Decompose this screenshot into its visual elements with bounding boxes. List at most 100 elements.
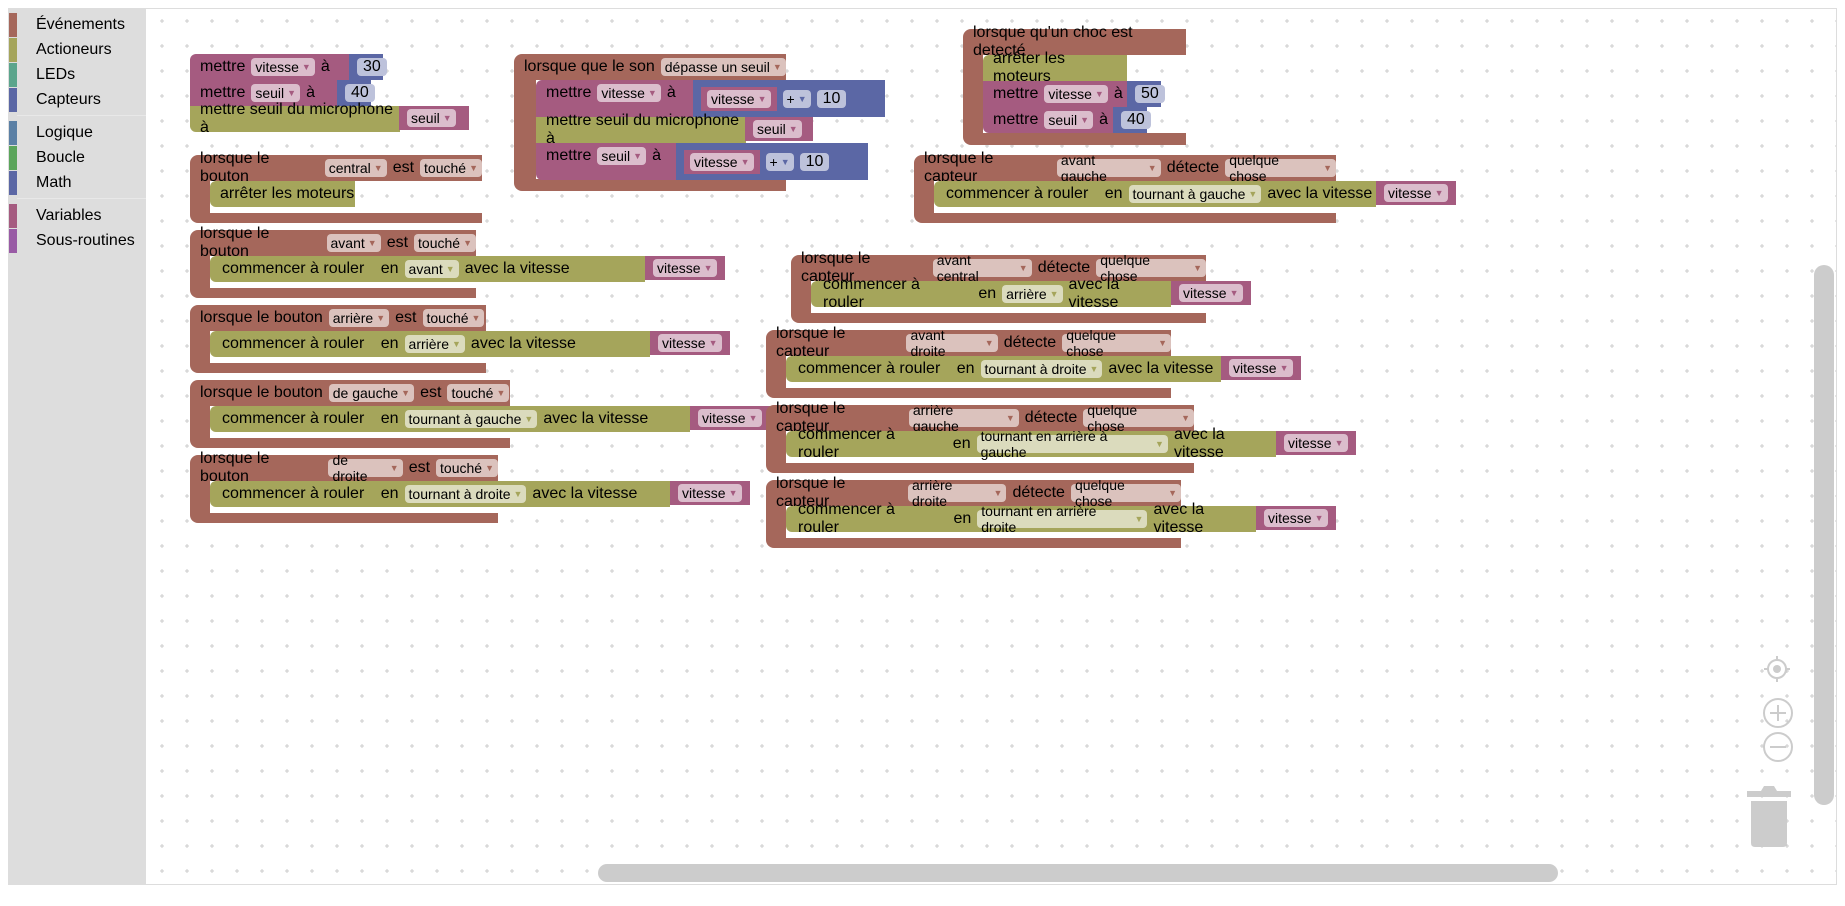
variable-dropdown[interactable]: vitesse▼: [597, 84, 661, 102]
operator-dropdown[interactable]: +▼: [782, 89, 811, 108]
shock-event-block[interactable]: lorsque qu'un choc est detecté: [963, 24, 1186, 59]
state-dropdown[interactable]: touché▼: [420, 159, 482, 177]
event-block-body[interactable]: [766, 506, 786, 538]
event-block-body[interactable]: [190, 256, 210, 288]
event-block-body[interactable]: [963, 55, 983, 133]
event-block-footer[interactable]: [766, 388, 1171, 398]
detection-dropdown[interactable]: quelque chose▼: [1096, 252, 1206, 284]
variable-dropdown[interactable]: vitesse▼: [658, 334, 722, 352]
event-block-footer[interactable]: [766, 538, 1181, 548]
event-block-footer[interactable]: [190, 213, 482, 223]
event-block-body[interactable]: [766, 431, 786, 463]
variable-getter-block[interactable]: vitesse▼: [650, 331, 730, 355]
detection-dropdown[interactable]: quelque chose▼: [1062, 327, 1171, 359]
event-block-body[interactable]: [514, 80, 536, 179]
event-block-body[interactable]: [914, 181, 934, 213]
variable-dropdown[interactable]: vitesse▼: [1044, 85, 1108, 103]
recenter-icon[interactable]: [1762, 654, 1792, 684]
number-field[interactable]: 40: [1121, 111, 1151, 129]
variable-dropdown[interactable]: vitesse▼: [251, 58, 315, 76]
horizontal-scrollbar[interactable]: [598, 864, 1558, 882]
event-block-footer[interactable]: [914, 213, 1336, 223]
button-dropdown[interactable]: arrière▼: [328, 309, 390, 327]
event-block-footer[interactable]: [190, 288, 476, 298]
stop-motors-block[interactable]: arrêter les moteurs: [983, 50, 1127, 85]
set-mic-threshold-block[interactable]: mettre seuil du microphone à: [190, 101, 400, 136]
number-field[interactable]: 30: [357, 58, 387, 76]
category-math[interactable]: Math: [9, 171, 146, 195]
variable-dropdown[interactable]: vitesse▼: [690, 152, 754, 171]
category-logique[interactable]: Logique: [9, 121, 146, 145]
direction-dropdown[interactable]: tournant à droite▼: [980, 360, 1103, 378]
variable-getter-block[interactable]: vitesse▼: [690, 406, 770, 430]
math-block[interactable]: vitesse▼ +▼ 10: [693, 80, 885, 117]
sensor-dropdown[interactable]: avant gauche▼: [1056, 152, 1161, 184]
category-boucle[interactable]: Boucle: [9, 146, 146, 170]
category-evenements[interactable]: Événements: [9, 13, 146, 37]
variable-getter-block[interactable]: vitesse▼: [701, 86, 777, 111]
zoom-in-icon[interactable]: [1762, 697, 1794, 729]
variable-dropdown[interactable]: seuil▼: [407, 109, 456, 127]
event-block-body[interactable]: [190, 181, 210, 213]
event-block-footer[interactable]: [963, 133, 1186, 145]
detection-dropdown[interactable]: quelque chose▼: [1225, 152, 1336, 184]
category-sous-routines[interactable]: Sous-routines: [9, 229, 146, 253]
direction-dropdown[interactable]: tournant à gauche▼: [404, 410, 538, 428]
number-field[interactable]: 10: [816, 89, 847, 108]
event-block-body[interactable]: [766, 356, 786, 388]
variable-dropdown[interactable]: vitesse▼: [1179, 284, 1243, 302]
event-block-body[interactable]: [190, 481, 210, 513]
button-dropdown[interactable]: avant▼: [326, 234, 381, 252]
math-block[interactable]: vitesse▼+▼10: [676, 143, 868, 180]
vertical-scrollbar[interactable]: [1814, 265, 1834, 805]
variable-getter-block[interactable]: vitesse▼: [684, 149, 760, 174]
direction-dropdown[interactable]: tournant en arrière à gauche▼: [976, 428, 1168, 460]
category-capteurs[interactable]: Capteurs: [9, 88, 146, 112]
variable-dropdown[interactable]: vitesse▼: [1384, 184, 1448, 202]
event-block-footer[interactable]: [190, 438, 510, 448]
stop-motors-block[interactable]: arrêter les moteurs: [210, 181, 355, 207]
button-dropdown[interactable]: central▼: [324, 159, 387, 177]
direction-dropdown[interactable]: tournant à droite▼: [404, 485, 527, 503]
zoom-out-icon[interactable]: [1762, 731, 1794, 763]
direction-dropdown[interactable]: tournant en arrière droite▼: [977, 503, 1148, 535]
direction-dropdown[interactable]: arrière▼: [1002, 285, 1063, 303]
state-dropdown[interactable]: touché▼: [436, 459, 498, 477]
sensor-dropdown[interactable]: arrière droite▼: [908, 477, 1007, 509]
variable-getter-block[interactable]: seuil▼: [745, 117, 813, 141]
state-dropdown[interactable]: touché▼: [447, 384, 510, 402]
button-dropdown[interactable]: de gauche▼: [328, 384, 415, 402]
number-field[interactable]: 50: [1135, 85, 1165, 103]
event-block-footer[interactable]: [791, 313, 1206, 323]
detection-dropdown[interactable]: quelque chose▼: [1083, 402, 1195, 434]
variable-dropdown[interactable]: seuil▼: [251, 84, 301, 102]
event-block-body[interactable]: [190, 406, 210, 438]
variable-getter-block[interactable]: seuil▼: [399, 106, 469, 130]
category-actioneurs[interactable]: Actioneurs: [9, 38, 146, 62]
variable-dropdown[interactable]: vitesse▼: [707, 89, 771, 108]
state-dropdown[interactable]: touché▼: [414, 234, 476, 252]
event-block-footer[interactable]: [766, 463, 1194, 473]
variable-dropdown[interactable]: seuil▼: [597, 147, 647, 165]
operator-dropdown[interactable]: +▼: [765, 152, 794, 171]
variable-getter-block[interactable]: vitesse▼: [645, 256, 725, 280]
math-block[interactable]: 30: [349, 54, 387, 80]
event-block-body[interactable]: [791, 281, 811, 313]
